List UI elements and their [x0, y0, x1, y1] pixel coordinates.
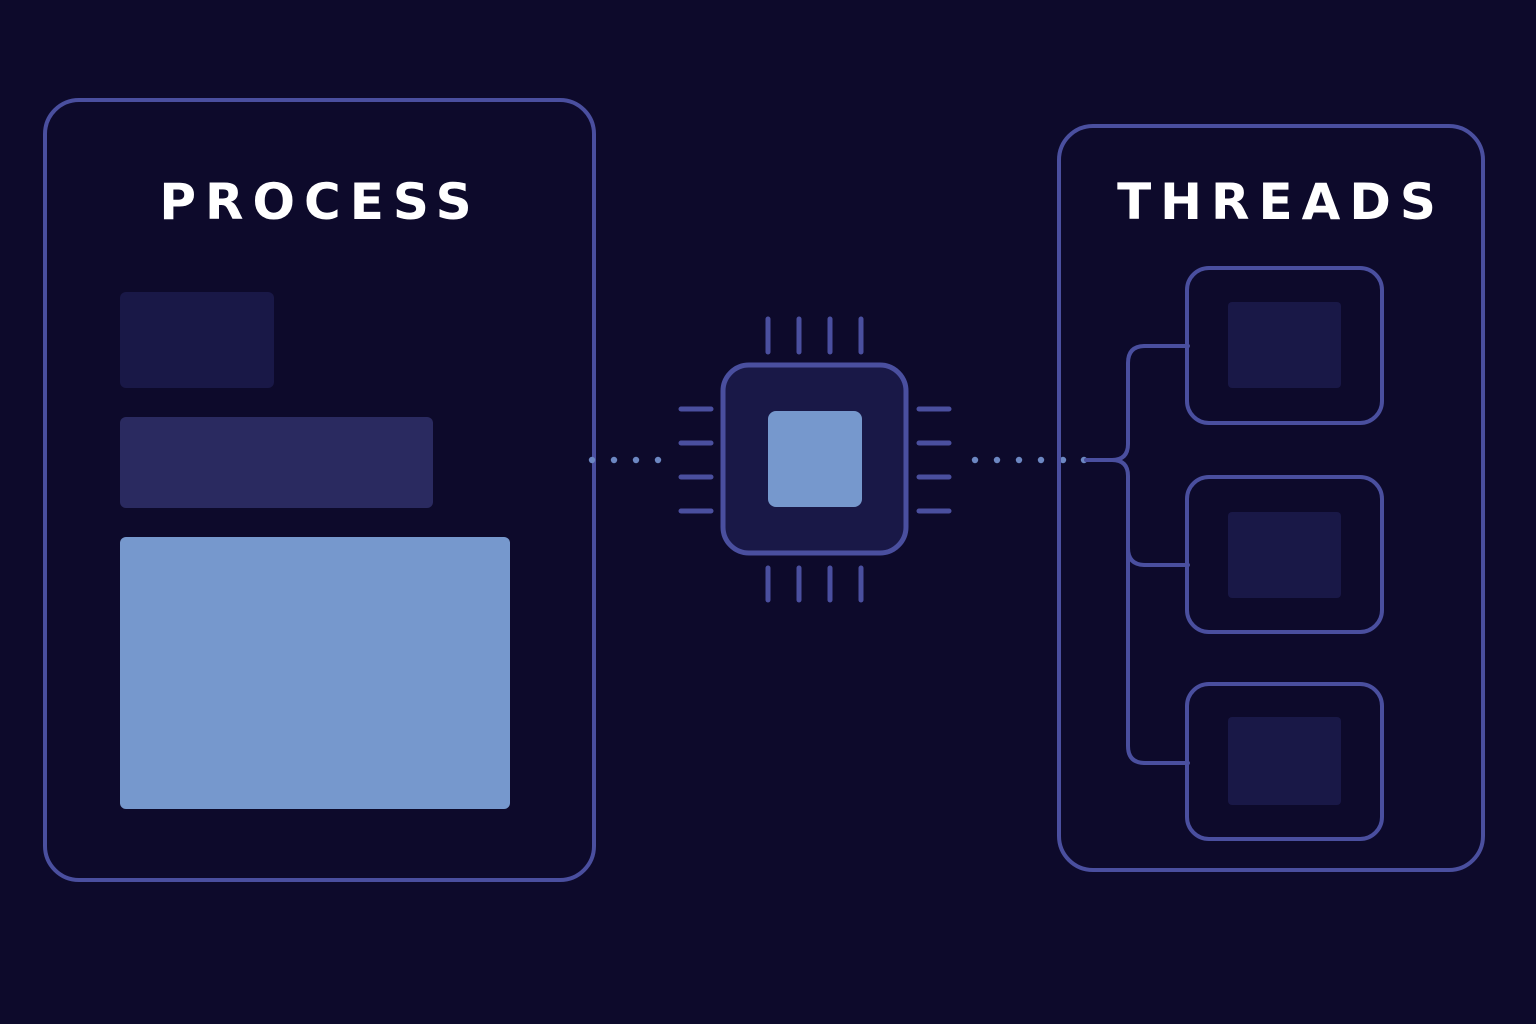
process-to-cpu-connector	[588, 456, 662, 464]
threads-panel-frame	[1057, 124, 1485, 872]
thread-2	[1185, 475, 1384, 634]
threads-title: THREADS	[1117, 173, 1445, 231]
process-block-small	[120, 292, 274, 388]
threads-panel: THREADS	[1057, 124, 1485, 872]
thread-branch-connector	[1084, 344, 1190, 765]
process-block-large	[120, 537, 510, 809]
cpu-core	[768, 411, 862, 507]
thread-2-block	[1228, 512, 1341, 598]
thread-3	[1185, 682, 1384, 841]
cpu-chip-icon	[678, 316, 952, 603]
thread-3-block	[1228, 717, 1341, 805]
process-panel-frame	[43, 98, 596, 882]
process-block-medium	[120, 417, 433, 508]
process-title: PROCESS	[159, 173, 480, 231]
thread-1-block	[1228, 302, 1341, 388]
process-panel: PROCESS	[43, 98, 596, 882]
cpu-to-threads-connector	[971, 456, 1088, 464]
thread-1	[1185, 266, 1384, 425]
